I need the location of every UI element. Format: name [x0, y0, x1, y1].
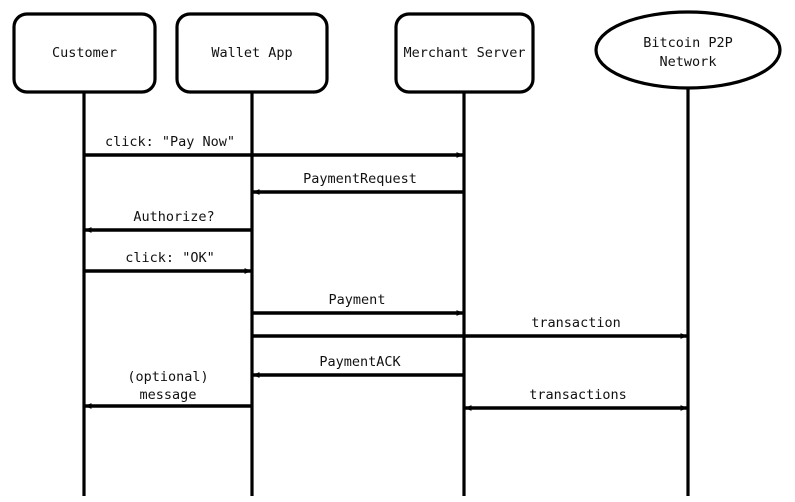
message-payment-request[interactable]: PaymentRequest: [252, 171, 464, 195]
message-transaction-label: transaction: [531, 315, 620, 331]
message-optional-message[interactable]: (optional) message: [84, 369, 252, 409]
participant-merchant-server-box[interactable]: [394, 12, 535, 94]
lifelines-group: [82, 88, 690, 496]
message-payment-ack[interactable]: PaymentACK: [252, 354, 464, 378]
participant-bitcoin-p2p-network-label-line1: Bitcoin P2P: [643, 35, 732, 51]
message-payment[interactable]: Payment: [252, 292, 464, 316]
participant-bitcoin-p2p-network[interactable]: Bitcoin P2P Network: [594, 10, 782, 90]
participant-merchant-server-label: Merchant Server: [404, 45, 526, 61]
participant-wallet-app-label: Wallet App: [211, 45, 292, 61]
message-authorize[interactable]: Authorize?: [84, 209, 252, 233]
participants-group: Customer Wallet App Merchant Server Bitc…: [12, 10, 782, 94]
participant-bitcoin-p2p-network-ellipse[interactable]: [594, 10, 782, 90]
participant-customer-label: Customer: [52, 45, 117, 61]
participant-bitcoin-p2p-network-label-line2: Network: [660, 54, 717, 70]
message-optional-message-label-line2: message: [140, 387, 197, 403]
message-click-pay-now[interactable]: click: "Pay Now": [84, 134, 464, 158]
message-optional-message-label-line1: (optional): [127, 369, 208, 385]
message-payment-ack-label: PaymentACK: [319, 354, 401, 370]
participant-customer-box[interactable]: [12, 12, 157, 94]
message-transaction[interactable]: transaction: [252, 315, 688, 339]
participant-merchant-server[interactable]: Merchant Server: [394, 12, 535, 94]
message-click-ok-label: click: "OK": [125, 250, 214, 266]
message-authorize-label: Authorize?: [133, 209, 214, 225]
message-transactions-label: transactions: [529, 387, 627, 403]
message-click-pay-now-label: click: "Pay Now": [105, 134, 235, 150]
message-transactions[interactable]: transactions: [464, 387, 688, 411]
participant-customer[interactable]: Customer: [12, 12, 157, 94]
message-click-ok[interactable]: click: "OK": [84, 250, 252, 274]
participant-wallet-app[interactable]: Wallet App: [175, 12, 329, 94]
participant-wallet-app-box[interactable]: [175, 12, 329, 94]
message-payment-label: Payment: [329, 292, 386, 308]
messages-group: click: "Pay Now" PaymentRequest Authoriz…: [84, 134, 688, 411]
message-payment-request-label: PaymentRequest: [303, 171, 417, 187]
